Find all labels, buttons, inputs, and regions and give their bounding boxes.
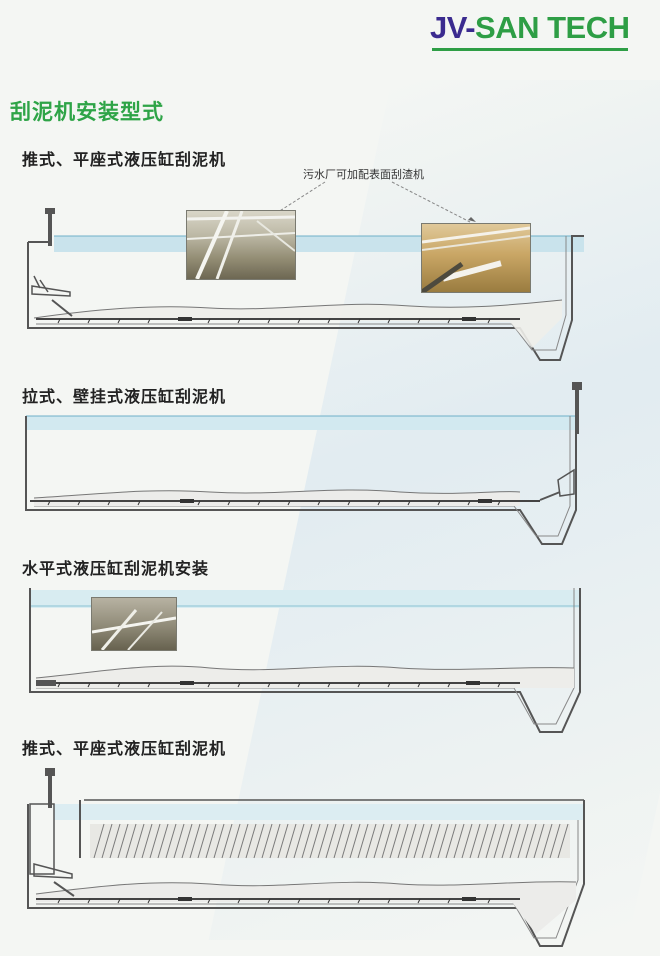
cylinder-post bbox=[48, 212, 52, 246]
photo-scraper-1 bbox=[186, 210, 296, 280]
water-surface bbox=[26, 416, 576, 430]
cylinder-post bbox=[575, 384, 579, 434]
logo-part-2: SAN TECH bbox=[475, 10, 630, 45]
section-title-3: 水平式液压缸刮泥机安装 bbox=[22, 559, 210, 578]
inclined-plates bbox=[90, 823, 570, 859]
photo-content bbox=[187, 211, 295, 279]
tank-outline bbox=[27, 800, 585, 947]
brand-logo: JV-SAN TECH bbox=[430, 10, 630, 54]
cylinder-post bbox=[48, 772, 52, 808]
annotation-note: 污水厂可加配表面刮渣机 bbox=[303, 168, 424, 181]
page-title: 刮泥机安装型式 bbox=[10, 100, 164, 124]
section-title-2: 拉式、壁挂式液压缸刮泥机 bbox=[22, 387, 227, 406]
diagram-pull-type bbox=[25, 382, 582, 545]
tank-outline bbox=[27, 235, 584, 361]
photo-scraper-2 bbox=[421, 223, 531, 293]
section-title-1: 推式、平座式液压缸刮泥机 bbox=[22, 150, 227, 169]
diagram-horizontal-type bbox=[29, 588, 581, 733]
section-title-4: 推式、平座式液压缸刮泥机 bbox=[22, 739, 227, 758]
photo-content bbox=[422, 226, 530, 292]
water-surface bbox=[54, 804, 584, 820]
photo-scraper-3 bbox=[91, 597, 177, 651]
diagram-push-type-2 bbox=[27, 768, 585, 947]
diagram-push-type bbox=[27, 181, 584, 361]
logo-underline bbox=[432, 48, 628, 51]
logo-part-1: JV- bbox=[430, 10, 476, 45]
photo-content bbox=[92, 609, 176, 650]
tank-outline bbox=[25, 416, 577, 545]
tank-outline bbox=[29, 588, 581, 733]
leader-lines bbox=[274, 181, 471, 223]
